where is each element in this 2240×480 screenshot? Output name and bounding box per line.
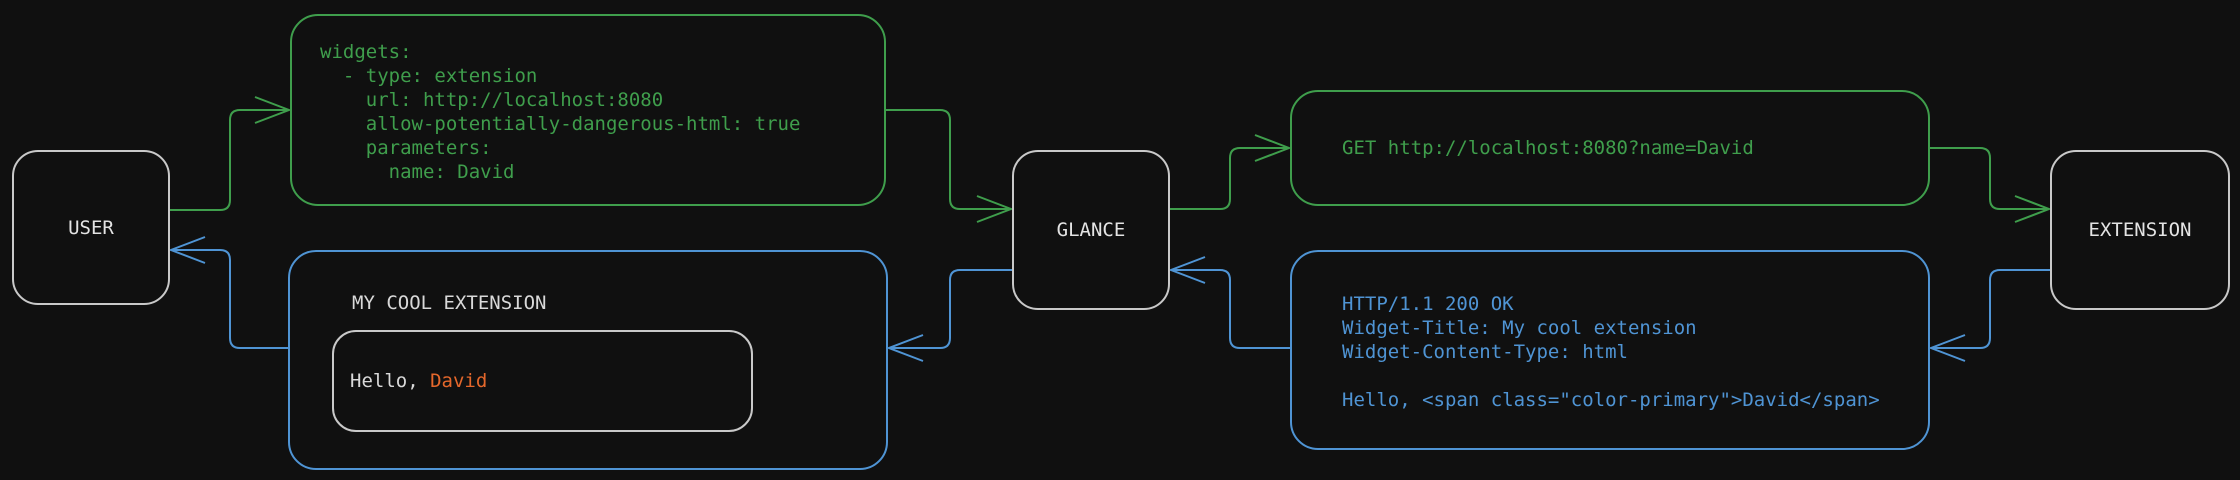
request-arrow-user-to-config	[170, 96, 292, 211]
arrowhead-right-icon	[2014, 195, 2052, 223]
extension-node: EXTENSION	[2050, 150, 2230, 310]
greeting-box: Hello, David	[332, 330, 753, 432]
arrowhead-left-icon	[1168, 256, 1206, 284]
arrowhead-right-icon	[1254, 134, 1292, 162]
request-arrow-config-to-glance	[886, 109, 1014, 223]
arrowhead-left-icon	[1928, 334, 1966, 362]
http-request-box: GET http://localhost:8080?name=David	[1290, 90, 1930, 206]
arrowhead-left-icon	[168, 236, 206, 264]
request-arrow-get-to-extension	[1930, 147, 2052, 223]
arrowhead-left-icon	[886, 334, 924, 362]
glance-node-label: GLANCE	[1056, 219, 1126, 241]
greeting-name-text: David	[430, 370, 488, 392]
request-arrow-glance-to-get	[1170, 134, 1292, 210]
response-arrow-glance-to-widget	[886, 269, 1012, 362]
arrowhead-right-icon	[976, 195, 1014, 223]
widget-preview-box: MY COOL EXTENSION Hello, David	[288, 250, 888, 470]
user-node: USER	[12, 150, 170, 305]
user-node-label: USER	[68, 216, 114, 239]
glance-node: GLANCE	[1012, 150, 1170, 310]
config-yaml-code: widgets: - type: extension url: http://l…	[320, 41, 801, 183]
http-request-text: GET http://localhost:8080?name=David	[1342, 137, 1754, 159]
widget-title: MY COOL EXTENSION	[352, 292, 547, 314]
extension-node-label: EXTENSION	[2088, 219, 2192, 241]
greeting-prefix-text: Hello,	[350, 370, 431, 392]
response-arrow-widget-to-user	[168, 236, 288, 349]
arrowhead-right-icon	[254, 96, 292, 124]
response-arrow-extension-to-response	[1928, 269, 2050, 362]
config-yaml-box: widgets: - type: extension url: http://l…	[290, 14, 886, 206]
response-arrow-response-to-glance	[1168, 256, 1290, 349]
